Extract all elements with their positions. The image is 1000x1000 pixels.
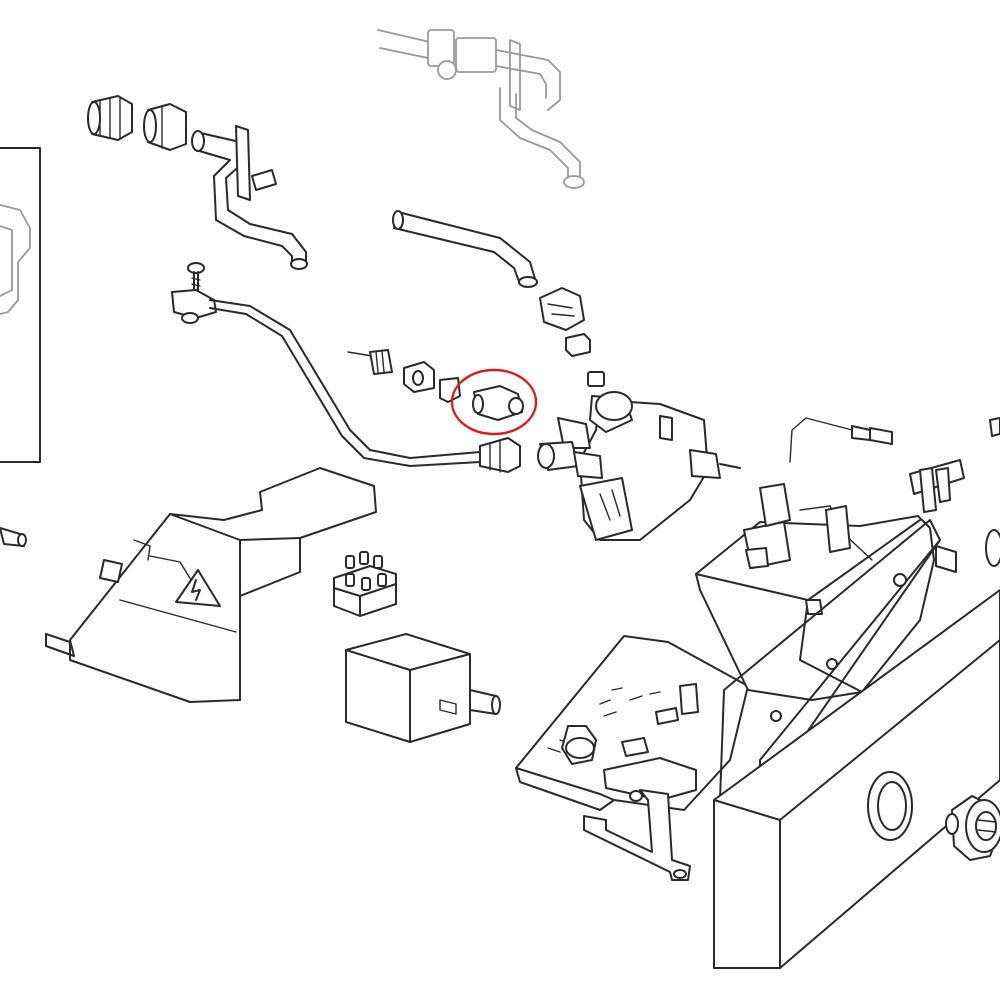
highlight-circle	[450, 368, 538, 436]
high-voltage-warning-icon	[175, 569, 221, 607]
mounting-bracket	[583, 789, 691, 881]
micro-switch	[345, 633, 501, 743]
compression-fitting	[87, 95, 133, 141]
gas-control-valve	[537, 391, 741, 541]
connector-clip	[439, 377, 461, 403]
pipe-clamp	[171, 289, 217, 324]
terminal-block	[333, 551, 397, 617]
small-spacer	[587, 371, 605, 387]
valve-inlet-nut	[539, 287, 585, 331]
corner-bracket	[989, 417, 1000, 437]
connector-nut	[403, 361, 435, 393]
control-board-chassis	[515, 635, 749, 811]
control-knob	[945, 795, 1000, 861]
ignition-lead	[789, 417, 893, 463]
connector-sleeve	[369, 349, 393, 375]
main-frame	[695, 483, 1000, 801]
locating-pin	[0, 527, 27, 547]
gas-supply-pipe	[191, 125, 308, 270]
thermocouple-interrupter	[472, 385, 524, 421]
olive-ring	[565, 333, 591, 357]
pilot-tube	[209, 299, 481, 467]
short-gas-pipe	[392, 210, 538, 288]
front-facia-panel	[713, 589, 1000, 969]
upper-gas-pipe-assembly	[377, 29, 585, 189]
piezo-igniter	[909, 459, 965, 513]
tube-end-nut	[479, 437, 521, 473]
electrical-cover	[45, 467, 377, 703]
hex-nut	[143, 103, 187, 151]
detail-inset-panel	[0, 147, 41, 463]
connector-wire	[347, 351, 373, 357]
